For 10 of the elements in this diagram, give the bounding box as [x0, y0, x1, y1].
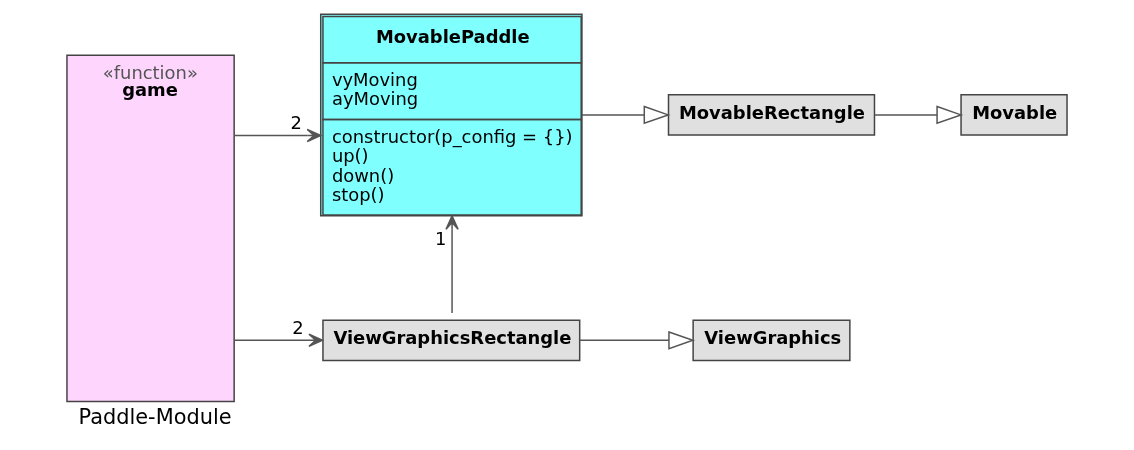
edge-label: 2 [292, 316, 304, 338]
edge-label: 2 [290, 111, 303, 133]
arrow [874, 105, 964, 125]
arrow [445, 215, 459, 314]
arrow [578, 330, 696, 350]
edge-label: 1 [435, 227, 447, 249]
arrow [581, 105, 671, 125]
arrow [233, 333, 324, 348]
caption: Paddle-Module [78, 405, 232, 430]
arrow [233, 128, 322, 143]
